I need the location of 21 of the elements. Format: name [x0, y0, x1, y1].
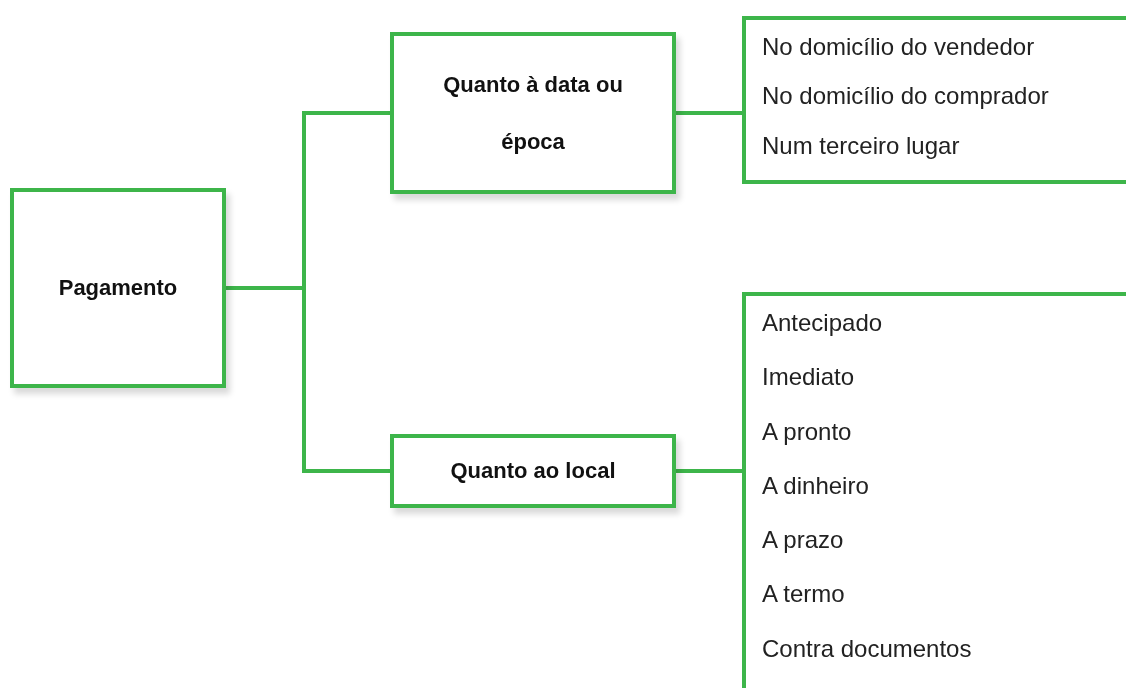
list-item-text: Contra documentos — [762, 633, 973, 664]
list-item-text: No domicílio do comprador — [762, 81, 1050, 112]
list-item-text: Imediato — [762, 362, 856, 393]
connector-line — [226, 286, 390, 473]
category-box — [10, 188, 226, 388]
list-item-text: Num terceiro lugar — [762, 130, 961, 161]
box-title: Quanto ao local — [450, 457, 616, 486]
list-item-text: Antecipado — [762, 308, 884, 338]
category-box — [390, 32, 676, 194]
list-item-text: A prazo — [762, 525, 845, 556]
list-item-text: No domicílio do vendedor — [762, 32, 1036, 62]
list-item-text: A pronto — [762, 416, 853, 447]
list-item-text: A termo — [762, 579, 846, 610]
list-item-text: A dinheiro — [762, 470, 870, 501]
connector-line — [676, 111, 742, 115]
box-title: Pagamento — [58, 274, 178, 303]
list-bracket — [742, 16, 1126, 184]
list-bracket — [742, 292, 1126, 688]
box-title: Quanto à data ou época — [442, 70, 624, 156]
category-box — [390, 434, 676, 508]
connector-line — [676, 469, 742, 473]
